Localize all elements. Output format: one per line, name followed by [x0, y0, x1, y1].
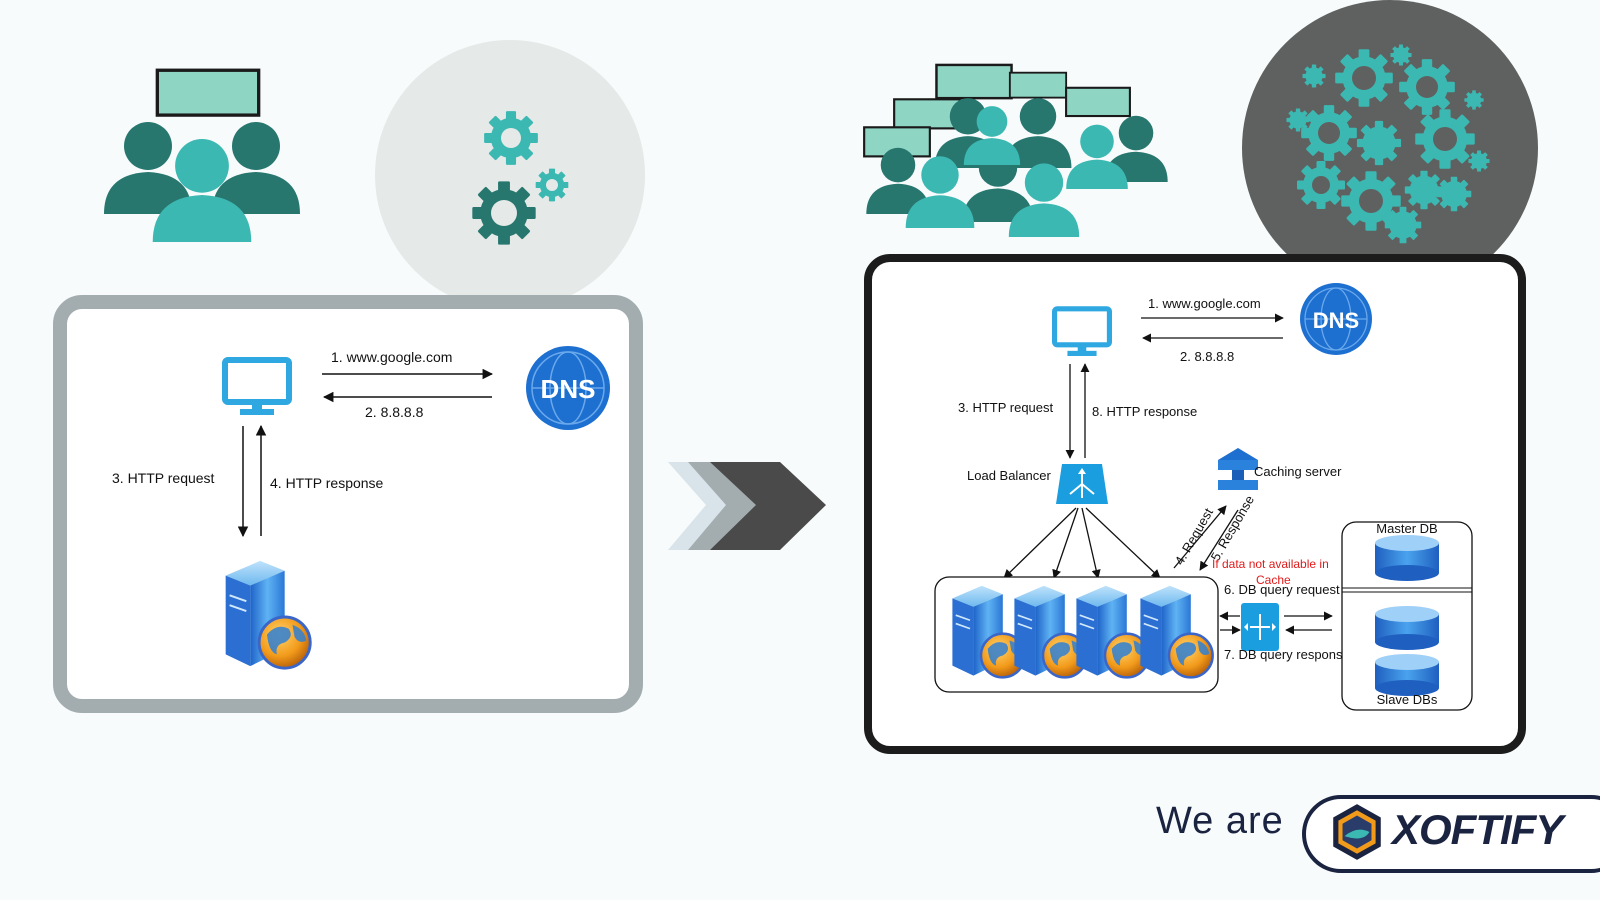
transition-chevron-icon [668, 462, 826, 550]
right-dns-response-label: 2. 8.8.8.8 [1180, 349, 1234, 364]
cache-response-arrow [1199, 509, 1239, 571]
brand-prefix: We are [1156, 800, 1284, 842]
caching-server-icon [1218, 448, 1258, 490]
master-db-label: Master DB [1376, 521, 1437, 536]
cache-miss-note-line2: Cache [1256, 573, 1291, 587]
load-balancer-label: Load Balancer [967, 468, 1052, 483]
left-dns-label: DNS [541, 374, 596, 404]
xoftify-logo-icon [1333, 804, 1381, 860]
left-diagram-frame [53, 295, 643, 713]
slave-dbs-label: Slave DBs [1377, 692, 1438, 707]
lb-to-server-4-arrow [1085, 507, 1161, 579]
left-dns-response-label: 2. 8.8.8.8 [365, 404, 424, 420]
right-many-gears-icon [1242, 0, 1538, 296]
load-balancer-icon [1056, 464, 1108, 504]
right-dns-request-label: 1. www.google.com [1148, 296, 1261, 311]
right-user-crowd-icon [863, 63, 1168, 237]
cache-miss-note-line1: If data not available in [1212, 557, 1329, 571]
lb-to-server-1-arrow [1003, 507, 1077, 579]
db-query-request-label: 6. DB query request [1224, 582, 1340, 597]
left-gears-icon [375, 40, 645, 310]
left-dns-request-label: 1. www.google.com [331, 349, 452, 365]
master-db-icon [1375, 535, 1439, 581]
lb-to-server-2-arrow [1052, 507, 1079, 579]
left-user-group-icon [104, 68, 300, 242]
left-http-response-label: 4. HTTP response [270, 475, 384, 491]
lb-to-server-3-arrow [1081, 507, 1101, 579]
db-router-icon [1241, 603, 1279, 651]
brand-name: XOFTIFY [1392, 806, 1563, 853]
left-dns-icon: DNS [526, 346, 610, 430]
right-http-response-label: 8. HTTP response [1092, 404, 1197, 419]
slave-db-2-icon [1375, 654, 1439, 696]
cache-request-arrow [1173, 505, 1227, 569]
caching-server-label: Caching server [1254, 464, 1342, 479]
right-dns-icon: DNS [1300, 283, 1372, 355]
slave-db-1-icon [1375, 606, 1439, 650]
right-http-request-label: 3. HTTP request [958, 400, 1054, 415]
db-query-response-label: 7. DB query response [1224, 647, 1350, 662]
right-dns-label: DNS [1313, 308, 1359, 333]
left-http-request-label: 3. HTTP request [112, 470, 215, 486]
